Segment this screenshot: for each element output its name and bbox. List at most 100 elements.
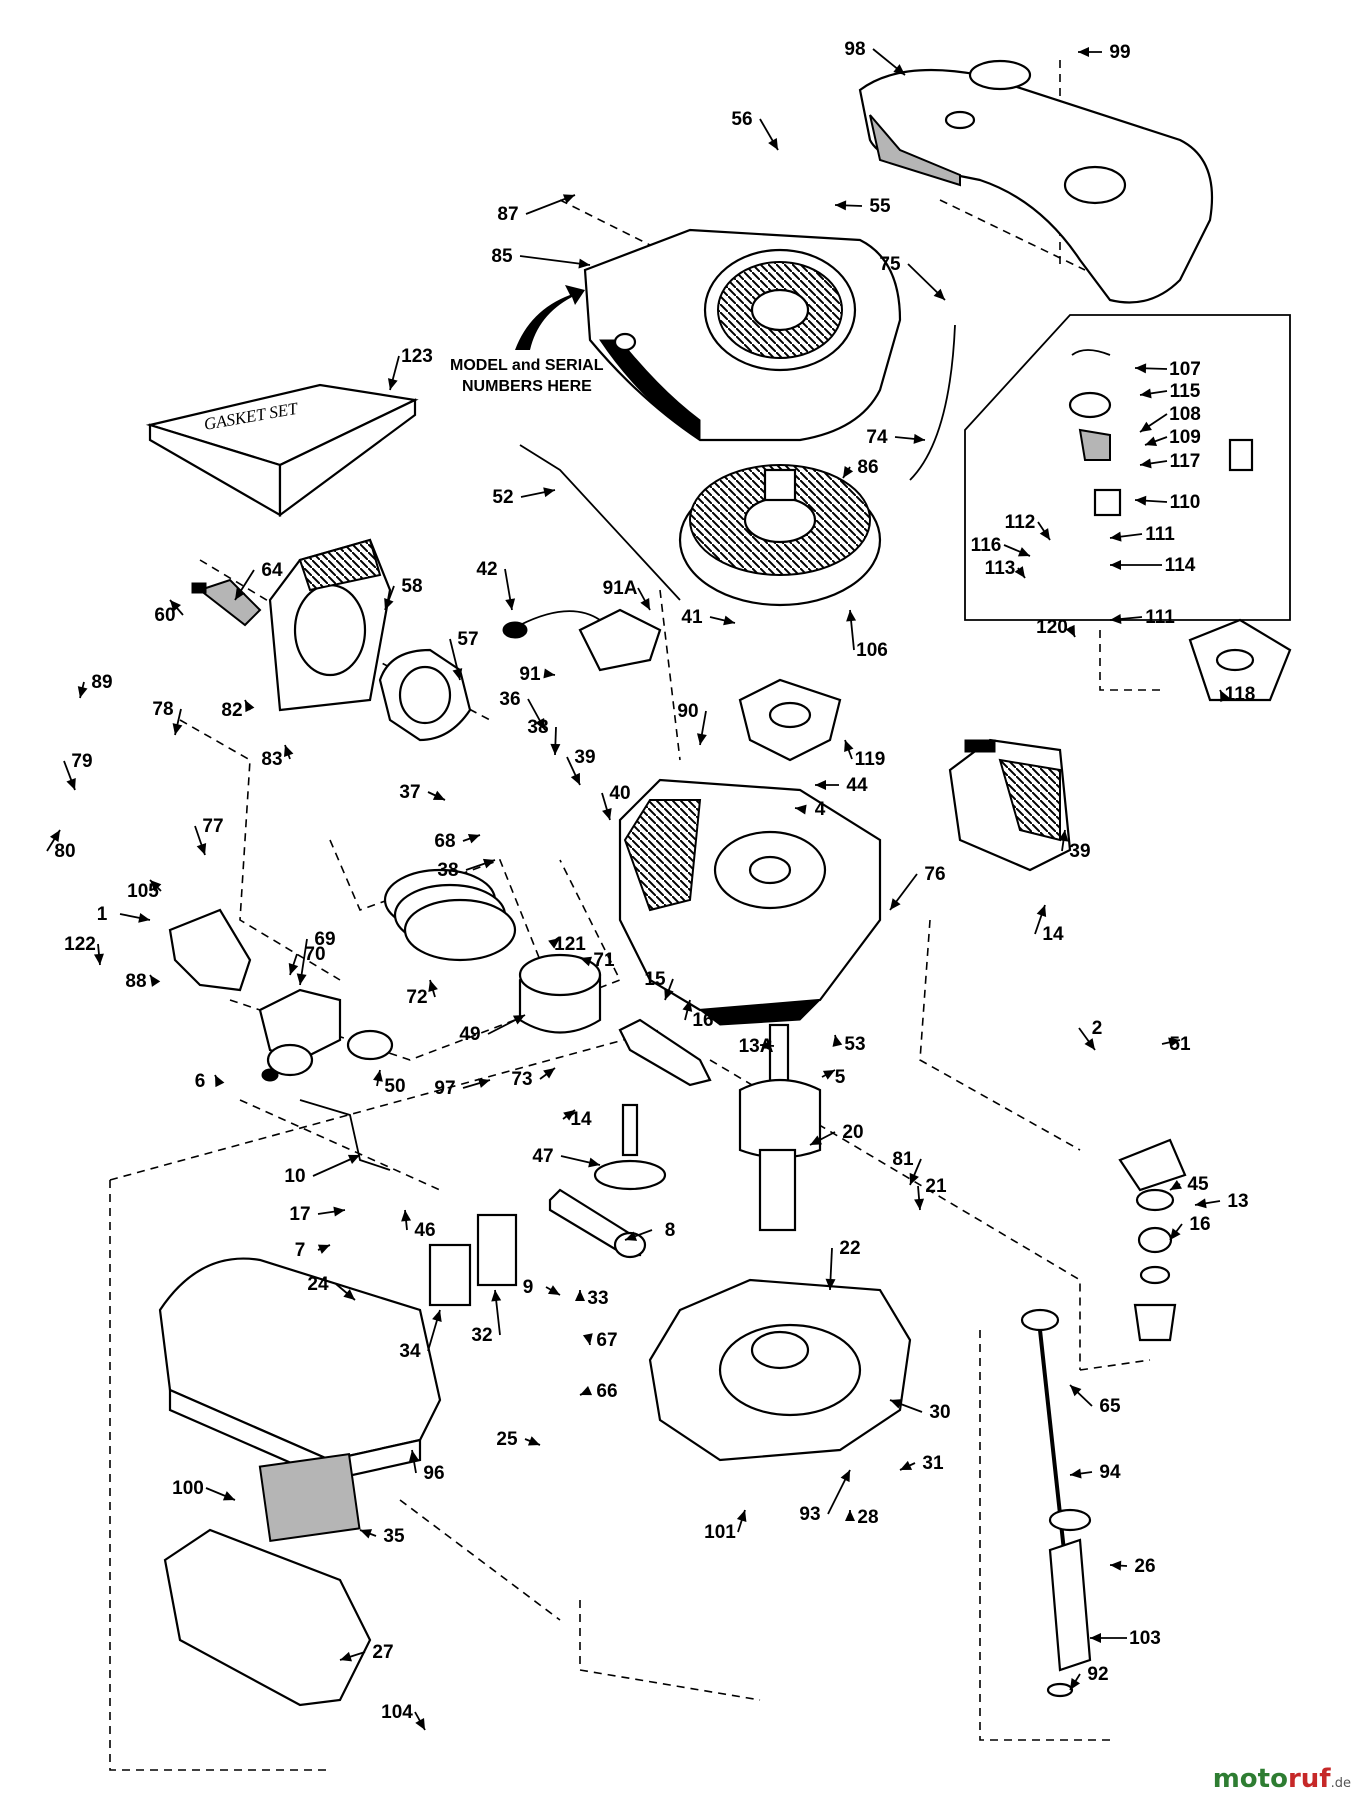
part-label-82: 82 bbox=[221, 700, 242, 721]
leader-arrow-50 bbox=[373, 1070, 383, 1082]
leader-line-85 bbox=[519, 255, 591, 266]
camshaft bbox=[593, 1103, 667, 1191]
part-label-65: 65 bbox=[1099, 1396, 1121, 1417]
part-label-83: 83 bbox=[261, 749, 282, 770]
part-label-114: 114 bbox=[1165, 555, 1196, 576]
leader-arrow-74 bbox=[913, 433, 925, 444]
leader-arrow-7 bbox=[317, 1244, 330, 1254]
leader-arrow-46 bbox=[401, 1210, 412, 1222]
part-label-76: 76 bbox=[924, 864, 945, 885]
part-label-113: 113 bbox=[985, 558, 1016, 579]
part-label-70: 70 bbox=[304, 944, 325, 965]
model-serial-line1: MODEL and SERIAL bbox=[450, 357, 604, 374]
leader-arrow-88 bbox=[150, 975, 161, 987]
blower-housing bbox=[583, 228, 902, 442]
leader-arrow-36 bbox=[535, 717, 545, 730]
part-label-120: 120 bbox=[1036, 617, 1068, 638]
part-label-38: 38 bbox=[437, 860, 458, 881]
part-label-87: 87 bbox=[497, 204, 518, 225]
leader-arrow-107 bbox=[1135, 363, 1147, 374]
leader-arrow-66 bbox=[580, 1385, 593, 1396]
gasket-97 bbox=[346, 1029, 394, 1061]
part-label-117: 117 bbox=[1170, 451, 1201, 472]
leader-arrow-79 bbox=[66, 777, 76, 790]
part-label-69: 69 bbox=[314, 929, 335, 950]
part-label-21: 21 bbox=[925, 1176, 947, 1197]
part-label-10: 10 bbox=[284, 1166, 305, 1187]
ignition-detail-panel bbox=[964, 314, 1292, 702]
fuel-tank bbox=[858, 59, 1214, 304]
part-label-112: 112 bbox=[1005, 512, 1036, 533]
part-label-71: 71 bbox=[593, 950, 615, 971]
part-label-52: 52 bbox=[492, 487, 513, 508]
sump-base bbox=[648, 1278, 912, 1462]
leader-arrow-90 bbox=[696, 733, 707, 745]
leader-arrow-100 bbox=[222, 1491, 235, 1501]
part-label-109: 109 bbox=[1169, 427, 1201, 448]
part-label-90: 90 bbox=[677, 701, 698, 722]
intake-manifold bbox=[168, 908, 252, 992]
part-label-2: 2 bbox=[1092, 1018, 1103, 1039]
part-label-33: 33 bbox=[587, 1288, 608, 1309]
part-label-17: 17 bbox=[289, 1204, 310, 1225]
leader-arrow-5 bbox=[822, 1070, 835, 1080]
part-label-85: 85 bbox=[491, 246, 513, 267]
part-label-123: 123 bbox=[401, 346, 433, 367]
leader-arrow-52 bbox=[543, 487, 555, 498]
governor-linkage-81 bbox=[299, 1099, 391, 1171]
leader-arrow-77 bbox=[196, 842, 207, 855]
part-label-122: 122 bbox=[64, 934, 96, 955]
part-label-6: 6 bbox=[195, 1071, 206, 1092]
leader-arrow-116 bbox=[1017, 547, 1030, 557]
part-label-22: 22 bbox=[839, 1238, 860, 1259]
leader-arrow-32 bbox=[491, 1290, 502, 1302]
leader-arrow-72 bbox=[428, 980, 438, 992]
part-label-91: 91 bbox=[519, 664, 541, 685]
leader-arrow-99 bbox=[1078, 47, 1089, 57]
leader-arrow-56 bbox=[768, 137, 778, 150]
leader-arrow-31 bbox=[900, 1460, 913, 1470]
leader-arrow-104 bbox=[415, 1717, 425, 1730]
leader-arrow-106 bbox=[846, 610, 857, 622]
part-label-108: 108 bbox=[1169, 404, 1201, 425]
fuel-line-74 bbox=[909, 324, 956, 481]
leader-arrow-16 bbox=[682, 1000, 693, 1012]
leader-arrow-111 bbox=[1110, 531, 1122, 542]
leader-arrow-37 bbox=[432, 790, 445, 800]
leader-arrow-118 bbox=[1220, 690, 1230, 703]
leader-arrow-60 bbox=[170, 600, 181, 612]
part-label-111: 111 bbox=[1145, 524, 1175, 545]
leader-arrow-114 bbox=[1110, 560, 1121, 570]
part-label-36: 36 bbox=[499, 689, 520, 710]
part-label-40: 40 bbox=[609, 783, 630, 804]
part-label-66: 66 bbox=[596, 1381, 617, 1402]
part-label-103: 103 bbox=[1129, 1628, 1161, 1649]
part-label-106: 106 bbox=[856, 640, 888, 661]
air-filter-element bbox=[258, 1452, 361, 1543]
leader-arrow-1 bbox=[138, 912, 150, 923]
model-serial-line2: NUMBERS HERE bbox=[462, 378, 592, 395]
leader-arrow-97 bbox=[478, 1078, 490, 1088]
watermark-part3: .de bbox=[1330, 1776, 1351, 1791]
leader-arrow-49 bbox=[512, 1015, 525, 1025]
leader-arrow-44 bbox=[815, 780, 826, 790]
watermark: motoruf.de bbox=[1213, 1764, 1351, 1794]
leader-arrow-20 bbox=[810, 1135, 823, 1145]
part-label-75: 75 bbox=[879, 254, 901, 275]
part-label-15: 15 bbox=[644, 969, 666, 990]
part-label-96: 96 bbox=[423, 1463, 444, 1484]
leader-arrow-68 bbox=[467, 833, 480, 844]
carburetor bbox=[258, 988, 342, 1082]
leader-arrow-2 bbox=[1084, 1038, 1095, 1050]
part-label-67: 67 bbox=[596, 1330, 617, 1351]
engine-block bbox=[618, 778, 882, 1026]
leader-arrow-120 bbox=[1065, 624, 1075, 637]
part-label-45: 45 bbox=[1187, 1174, 1209, 1195]
part-label-55: 55 bbox=[869, 196, 891, 217]
part-label-121: 121 bbox=[554, 934, 586, 955]
leader-arrow-41 bbox=[723, 615, 735, 626]
leader-arrow-30 bbox=[890, 1399, 903, 1409]
part-label-80: 80 bbox=[54, 841, 75, 862]
